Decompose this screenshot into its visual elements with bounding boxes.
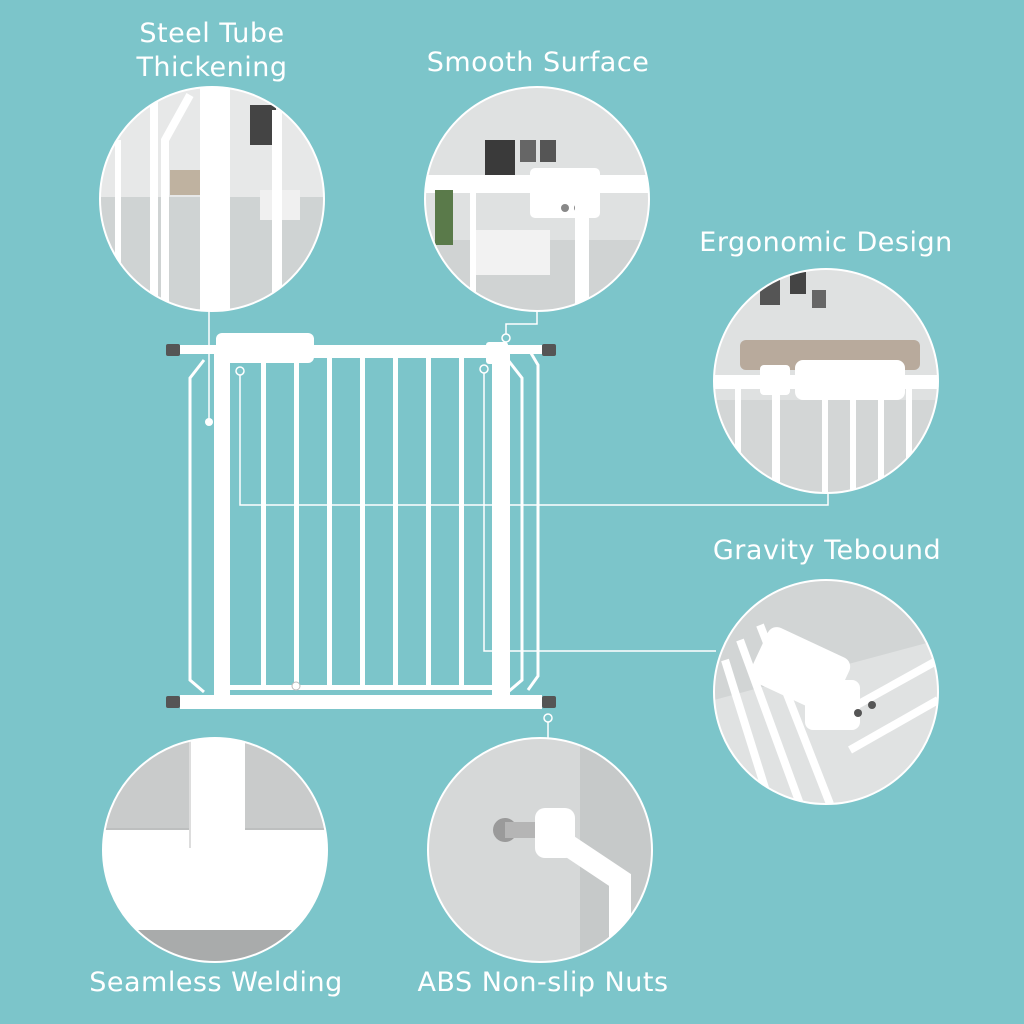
label-steel-tube-line1: Steel Tube	[139, 18, 285, 49]
label-seamless-welding: Seamless Welding	[89, 967, 343, 998]
photo-seamless-welding	[103, 738, 327, 962]
label-steel-tube-line2: Thickening	[136, 52, 288, 83]
photo-steel-tube	[100, 87, 324, 311]
label-ergonomic-design: Ergonomic Design	[699, 227, 953, 258]
photo-ergonomic-design	[714, 269, 938, 493]
connector-gravity	[483, 369, 716, 652]
label-steel-tube: Steel Tube Thickening	[112, 17, 312, 85]
label-gravity-rebound: Gravity Tebound	[712, 535, 942, 566]
photo-gravity-rebound	[714, 580, 938, 804]
connector-lines	[205, 311, 829, 738]
photo-abs-nuts	[428, 738, 652, 962]
connector-smooth-surface	[505, 311, 538, 338]
label-abs-nuts: ABS Non-slip Nuts	[417, 967, 669, 998]
safety-gate	[166, 333, 556, 709]
label-smooth-surface: Smooth Surface	[426, 47, 650, 78]
connector-ergonomic	[239, 371, 829, 506]
photo-smooth-surface	[425, 87, 649, 311]
